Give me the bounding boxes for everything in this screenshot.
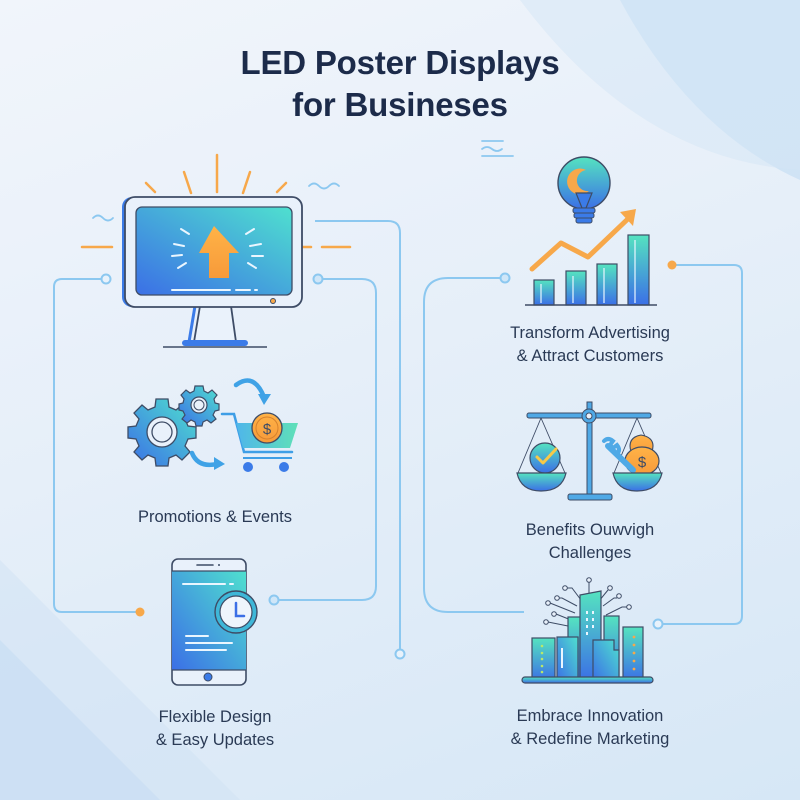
orange-dot-right	[667, 260, 677, 270]
caption-flexible-design: Flexible Design & Easy Updates	[155, 708, 275, 749]
title-line-1: LED Poster Displays	[240, 44, 560, 81]
connector-nodes	[100, 260, 677, 660]
lightbulb-growth-chart-icon	[525, 156, 657, 306]
smart-city-icon	[521, 577, 654, 684]
decor-squiggles	[92, 140, 514, 222]
balance-scale-icon: $	[516, 401, 663, 501]
caption-transform-advertising: Transform Advertising & Attract Customer…	[510, 324, 670, 365]
title-line-2: for Busineses	[292, 86, 508, 123]
caption-embrace-innovation: Embrace Innovation & Redefine Marketing	[510, 707, 670, 748]
svg-text:$: $	[638, 454, 647, 471]
monitor-upload-icon	[80, 153, 352, 348]
caption-promotions-events: Promotions & Events	[137, 508, 293, 526]
phone-clock-icon	[171, 558, 258, 686]
caption-benefits-challenges: Benefits Ouwvigh Challenges	[525, 521, 655, 562]
orange-dot-left	[135, 607, 145, 617]
connector-lines	[53, 220, 743, 652]
gears-cart-icon: $	[127, 378, 298, 472]
page-title: LED Poster Displays for Busineses	[0, 42, 800, 126]
svg-text:$: $	[263, 421, 272, 438]
